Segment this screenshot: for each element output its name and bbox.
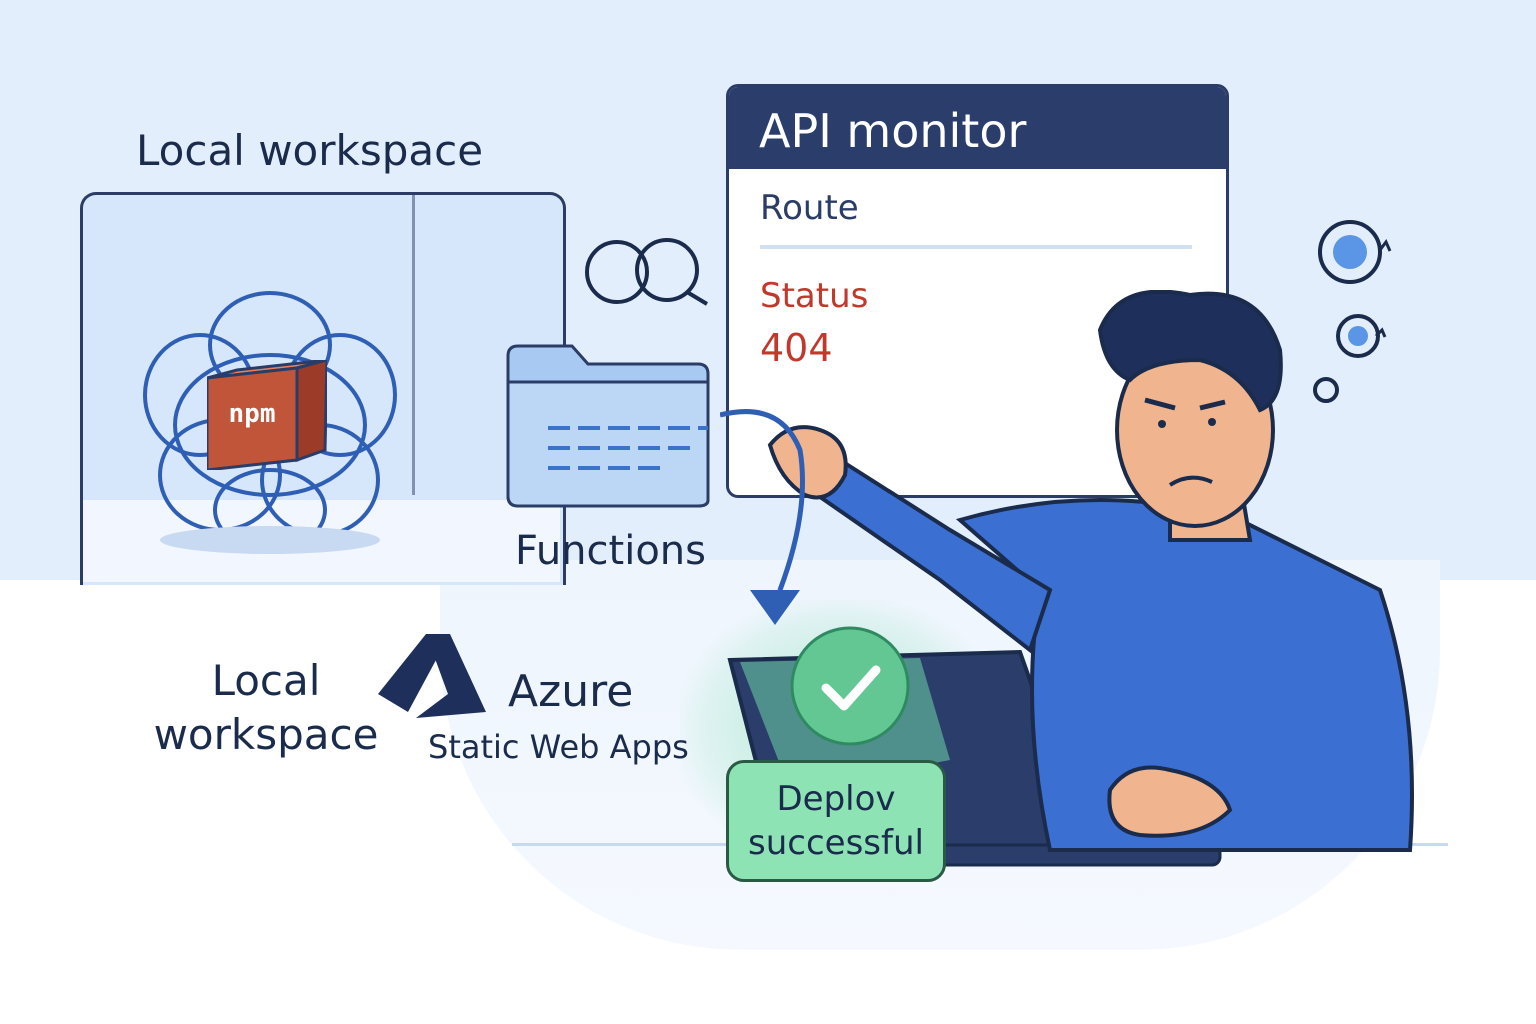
deploy-line2: successful xyxy=(748,823,924,863)
local-line2: workspace xyxy=(153,710,379,759)
route-divider xyxy=(760,245,1192,249)
local-line1: Local xyxy=(211,656,321,705)
api-monitor-title: API monitor xyxy=(729,87,1226,169)
status-label: Status xyxy=(760,276,869,316)
azure-name: Azure xyxy=(508,666,634,717)
functions-folder-icon[interactable] xyxy=(502,342,714,510)
loading-spinner-icon xyxy=(1313,220,1392,403)
link-icon xyxy=(585,238,709,306)
dependency-tangle-icon xyxy=(143,291,397,554)
npm-label: npm xyxy=(229,399,276,429)
local-workspace-label: Local workspace xyxy=(146,654,386,762)
workspace-divider xyxy=(412,195,415,495)
functions-label: Functions xyxy=(515,528,706,574)
route-label: Route xyxy=(760,188,859,228)
npm-package-icon: npm xyxy=(207,360,327,470)
deploy-success-badge: Deplov successful xyxy=(726,760,946,882)
status-code: 404 xyxy=(760,326,833,370)
azure-logo-icon xyxy=(378,634,486,718)
checkmark-icon xyxy=(790,626,910,746)
developer-illustration xyxy=(720,290,1414,867)
azure-static-web-apps: Static Web Apps xyxy=(428,728,689,766)
workspace-title: Local workspace xyxy=(136,126,484,175)
deploy-line1: Deplov xyxy=(776,779,896,819)
